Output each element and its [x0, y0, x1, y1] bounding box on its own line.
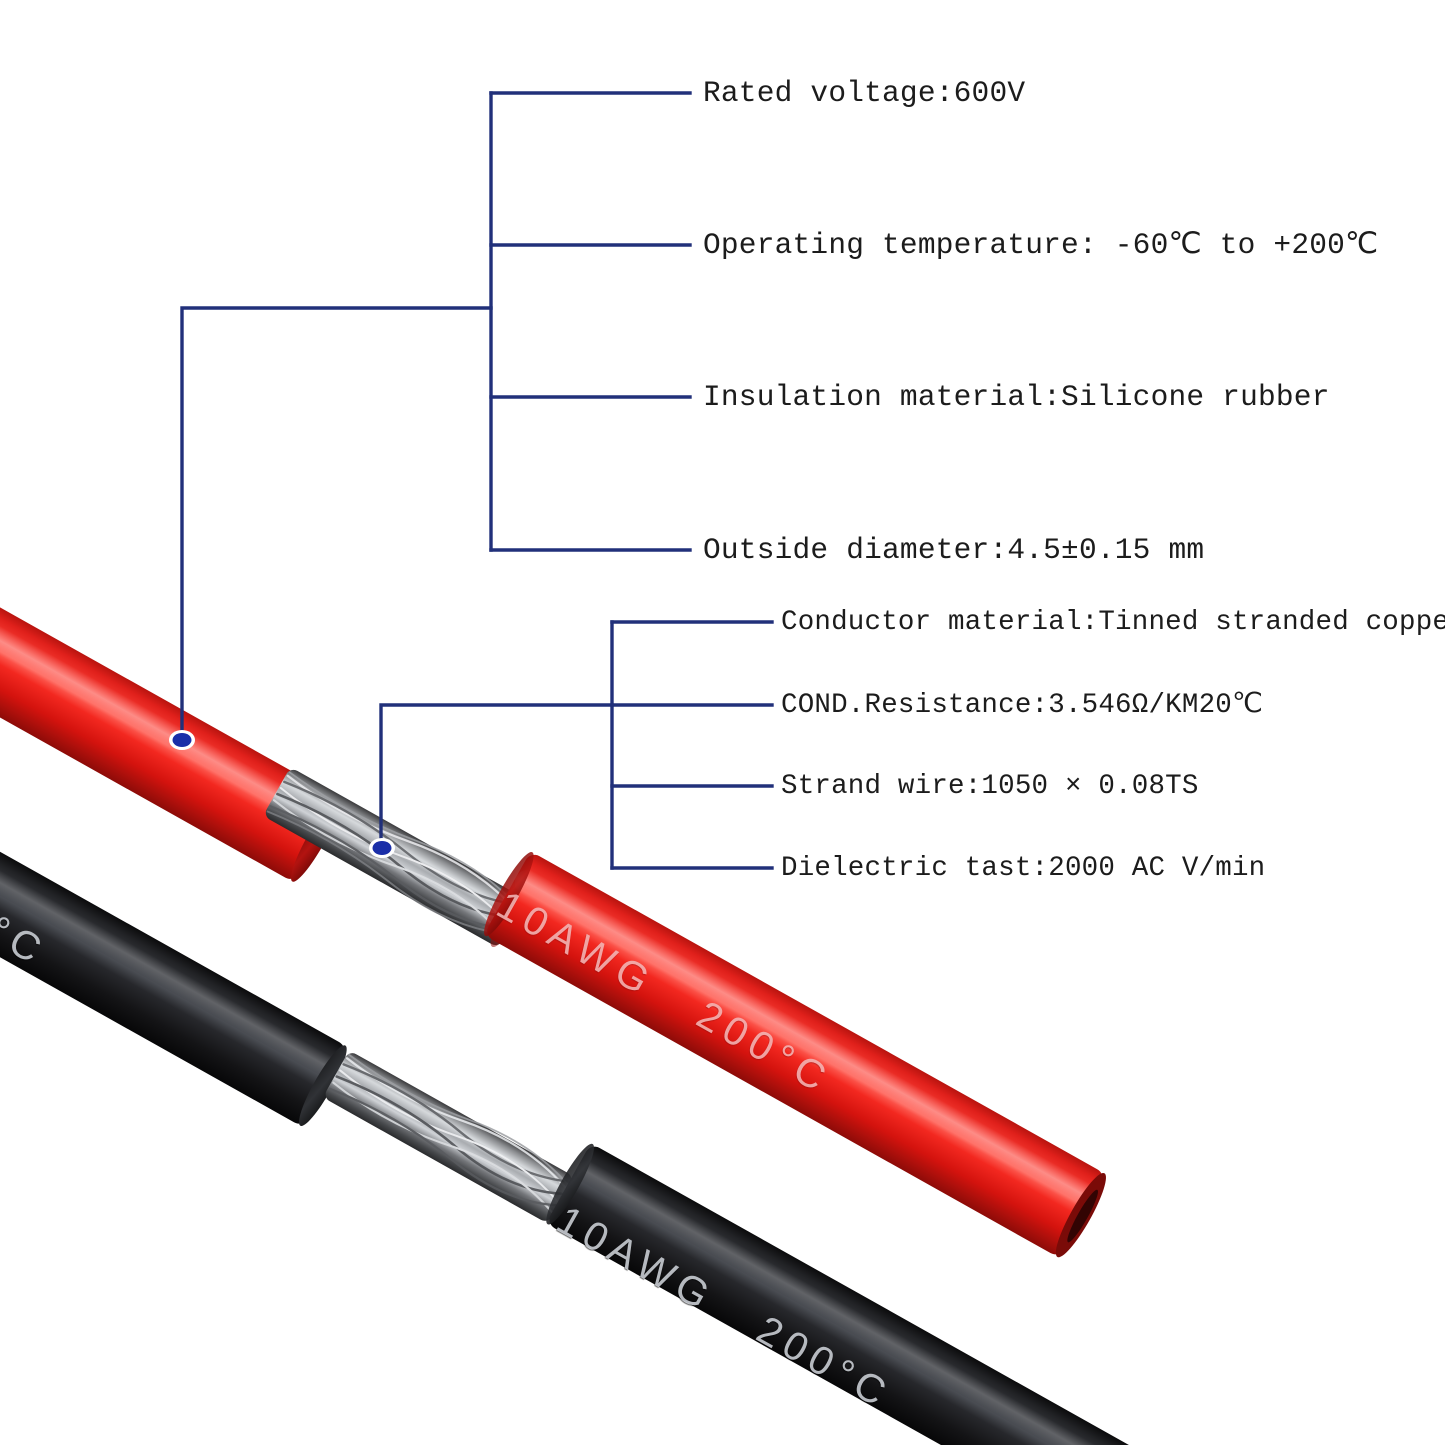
- black-conductor-strands: [328, 1053, 571, 1214]
- callout-label-cond-resistance: COND.Resistance:3.546Ω/KM20℃: [781, 690, 1264, 721]
- red-conductor-strands: [266, 771, 522, 937]
- red-gloss-lower: [514, 869, 1094, 1207]
- callout-anchor-markers: [169, 730, 395, 858]
- red-gloss-upper: [0, 602, 329, 831]
- callout-label-dielectric-test: Dielectric tast:2000 AC V/min: [781, 853, 1266, 884]
- callout-label-rated-voltage: Rated voltage:600V: [703, 76, 1026, 110]
- black-gloss-upper: [0, 849, 337, 1077]
- callout-label-strand-wire: Strand wire:1050 × 0.08TS: [781, 771, 1199, 802]
- black-gloss-lower: [576, 1160, 1242, 1445]
- insulation-anchor-dot: [172, 733, 192, 747]
- black-insulation-cut-upper: [299, 1045, 347, 1127]
- callout-label-outside-diameter: Outside diameter:4.5±0.15 mm: [703, 533, 1205, 567]
- callout-label-insulation-material: Insulation material:Silicone rubber: [703, 380, 1330, 414]
- red-wire-end-bore: [1067, 1189, 1098, 1243]
- red-conductor-bundle: [265, 769, 523, 946]
- upper-callout-leader-lines: [180, 91, 692, 737]
- upper-trunk: [180, 306, 493, 737]
- lower-callout-leader-lines: [379, 620, 774, 870]
- callout-label-operating-temperature: Operating temperature: -60℃ to +200℃: [703, 228, 1379, 262]
- red-lower-start-face: [484, 851, 534, 937]
- black-silicone-wire: [0, 835, 1251, 1445]
- black-lower-start-face: [546, 1143, 594, 1225]
- black-conductor-bundle: [325, 1053, 572, 1221]
- lower-trunk: [379, 703, 614, 845]
- conductor-anchor-dot: [372, 841, 392, 855]
- black-insulation-lower: [549, 1146, 1251, 1445]
- callout-label-conductor-material: Conductor material:Tinned stranded coppe…: [781, 607, 1445, 638]
- red-silicone-wire: [0, 587, 1106, 1258]
